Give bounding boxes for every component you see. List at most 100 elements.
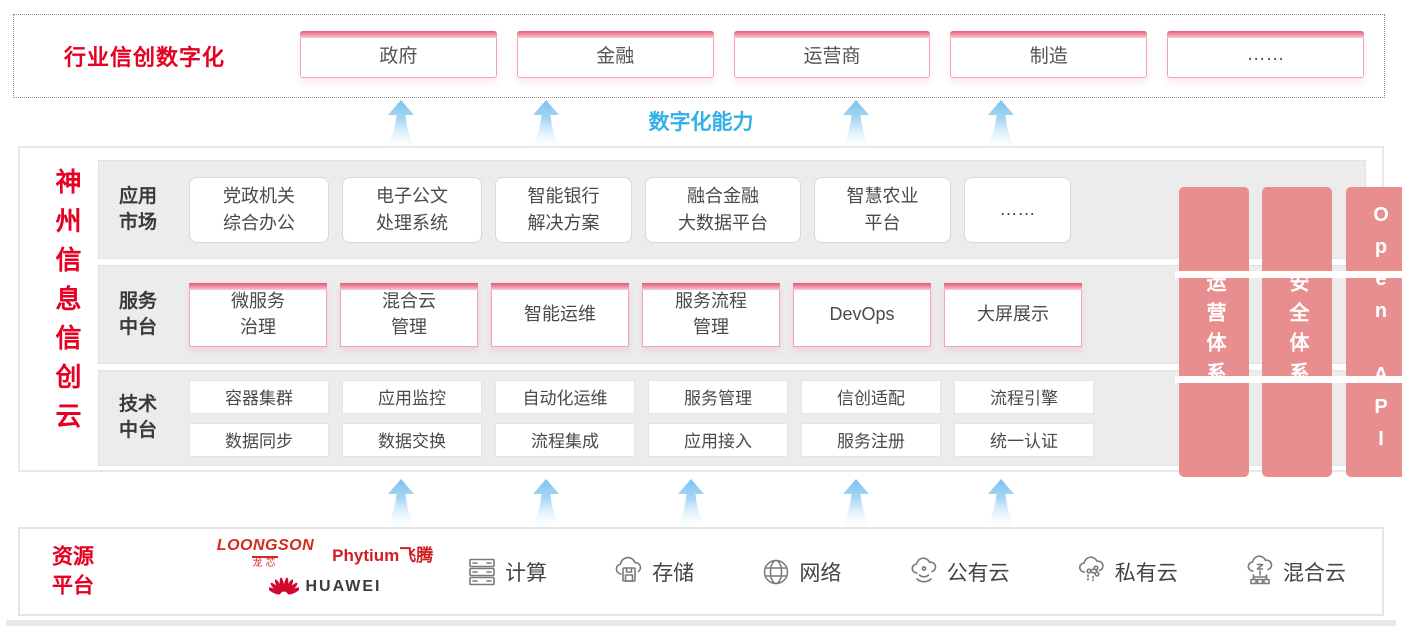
side-bar-label: 安全体系 (1286, 272, 1308, 392)
app-market-box: …… (964, 176, 1071, 243)
row-tech-platform-label: 技术 中台 (119, 394, 158, 441)
service-box: 智能运维 (491, 282, 629, 347)
side-bar-label: 运营体系 (1203, 272, 1225, 392)
app-market-box: 智能银行 解决方案 (495, 176, 632, 243)
loongson-logo-text: LOONGSON (216, 537, 315, 554)
tech-box: 统一认证 (954, 422, 1094, 457)
tech-box-label: 应用监控 (378, 389, 446, 408)
service-box-list: 微服务 治理 混合云 管理 智能运维 服务流程 管理 DevOps 大屏展示 (189, 282, 1082, 347)
loongson-logo-cn: 龙芯 (252, 556, 279, 569)
resource-item-icon (1243, 554, 1277, 589)
app-market-box: 电子公文 处理系统 (342, 176, 482, 243)
app-market-box-label: …… (999, 199, 1036, 220)
tech-box-label: 流程引擎 (990, 389, 1058, 408)
industry-box: 制造 (950, 31, 1148, 78)
app-market-box-label: 融合金融 大数据平台 (678, 186, 768, 233)
loongson-logo: LOONGSON 龙芯 (217, 538, 314, 570)
resource-item-icon (465, 555, 499, 589)
row-app-market: 应用 市场 党政机关 综合办公 电子公文 处理系统 智能银行 解决方案 融合金融… (98, 160, 1366, 259)
resource-item-list: 计算 存储 网络 (465, 529, 1346, 614)
resource-platform-label: 资源 平台 (52, 545, 94, 598)
tech-box-label: 服务管理 (684, 389, 752, 408)
up-arrow-icon (388, 479, 414, 525)
service-box: 服务流程 管理 (642, 282, 780, 347)
industry-box-label: 运营商 (803, 46, 861, 67)
app-market-box-label: 智能银行 解决方案 (527, 186, 600, 233)
vendor-logos: LOONGSON 龙芯 Phytium飞腾 (200, 538, 450, 599)
row-gap-divider (1175, 271, 1402, 278)
tech-box: 服务注册 (801, 422, 941, 457)
resource-item-label: 公有云 (946, 561, 1010, 585)
platform-panel: 神州信息信创云 应用 市场 党政机关 综合办公 电子公文 处理系统 智能银行 解… (18, 146, 1402, 477)
tech-box: 应用接入 (648, 422, 788, 457)
resource-item: 网络 (759, 555, 841, 589)
resource-item: 混合云 (1243, 554, 1346, 589)
app-market-box: 党政机关 综合办公 (189, 176, 329, 243)
resource-platform-panel: 资源 平台 LOONGSON 龙芯 Phytium飞腾 (18, 527, 1384, 616)
resource-item-label: 存储 (652, 561, 695, 585)
tech-box-label: 数据同步 (225, 432, 293, 451)
industry-box-label: …… (1246, 43, 1285, 65)
resource-item-icon (759, 555, 793, 589)
tech-box: 流程集成 (495, 422, 635, 457)
side-bar: Open API (1346, 187, 1402, 477)
app-market-box: 智慧农业 平台 (814, 176, 951, 243)
row-service-platform-label: 服务 中台 (119, 290, 158, 338)
resource-item-label: 网络 (799, 561, 842, 585)
service-box-label: 混合云 管理 (382, 291, 436, 337)
tech-box: 信创适配 (801, 379, 941, 414)
up-arrow-icon (388, 100, 414, 146)
tech-box-label: 应用接入 (684, 432, 752, 451)
app-market-box-label: 电子公文 处理系统 (376, 186, 448, 233)
row-app-market-label: 应用 市场 (119, 185, 158, 233)
side-bar-label: Open API (1370, 204, 1392, 460)
up-arrow-icon (533, 479, 559, 525)
up-arrow-icon (988, 479, 1014, 525)
tech-box: 应用监控 (342, 379, 482, 414)
row-service-platform: 服务 中台 微服务 治理 混合云 管理 智能运维 服务流程 管理 DevOps … (98, 265, 1366, 364)
service-box: 混合云 管理 (340, 282, 478, 347)
tech-box-label: 统一认证 (990, 432, 1058, 451)
tech-box-label: 容器集群 (225, 389, 293, 408)
tech-box-label: 服务注册 (837, 432, 905, 451)
resource-item-icon (907, 555, 941, 589)
industry-box-label: 制造 (1029, 46, 1068, 67)
up-arrow-icon (843, 479, 869, 525)
up-arrow-icon (843, 100, 869, 146)
platform-rows: 应用 市场 党政机关 综合办公 电子公文 处理系统 智能银行 解决方案 融合金融… (98, 160, 1402, 477)
banner-title: 行业信创数字化 (64, 45, 226, 70)
huawei-logo: HUAWEI (200, 575, 450, 599)
industry-box: 运营商 (733, 31, 931, 78)
row-tech-platform: 技术 中台 容器集群 应用监控 自动化运维 服务管理 信创适配 (98, 370, 1366, 466)
industry-box: 金融 (516, 31, 714, 78)
resource-item-label: 计算 (505, 561, 547, 585)
industry-box: …… (1167, 31, 1364, 78)
service-box-label: 大屏展示 (977, 303, 1049, 324)
huawei-logo-text: HUAWEI (305, 578, 382, 595)
service-box-label: DevOps (829, 303, 895, 324)
service-box-label: 服务流程 管理 (675, 291, 747, 337)
app-market-box-list: 党政机关 综合办公 电子公文 处理系统 智能银行 解决方案 融合金融 大数据平台… (189, 176, 1071, 243)
up-arrow-icon (678, 479, 704, 525)
up-arrow-icon (533, 100, 559, 146)
side-bar: 安全体系 (1262, 187, 1332, 477)
tech-box-label: 数据交换 (378, 432, 446, 451)
service-box: DevOps (793, 282, 931, 347)
up-arrow-icon (988, 100, 1014, 146)
tech-box: 流程引擎 (954, 379, 1094, 414)
industry-box-list: 政府 金融 运营商 制造 …… (300, 31, 1364, 78)
tech-box: 数据交换 (342, 422, 482, 457)
industry-digitalization-banner: 行业信创数字化 政府 金融 运营商 制造 …… (13, 14, 1385, 98)
industry-box: 政府 (300, 31, 497, 78)
tech-box: 容器集群 (189, 379, 329, 414)
resource-item-label: 私有云 (1114, 561, 1178, 585)
app-market-box-label: 智慧农业 平台 (846, 186, 919, 233)
digital-capability-label: 数字化能力 (648, 111, 754, 134)
service-box: 微服务 治理 (189, 282, 327, 347)
platform-vertical-title: 神州信息信创云 (52, 168, 82, 441)
tech-box-line-1: 容器集群 应用监控 自动化运维 服务管理 信创适配 流程引擎 (189, 379, 1094, 414)
industry-box-label: 金融 (596, 46, 635, 67)
resource-item: 计算 (465, 555, 547, 589)
resource-item: 公有云 (907, 555, 1010, 589)
